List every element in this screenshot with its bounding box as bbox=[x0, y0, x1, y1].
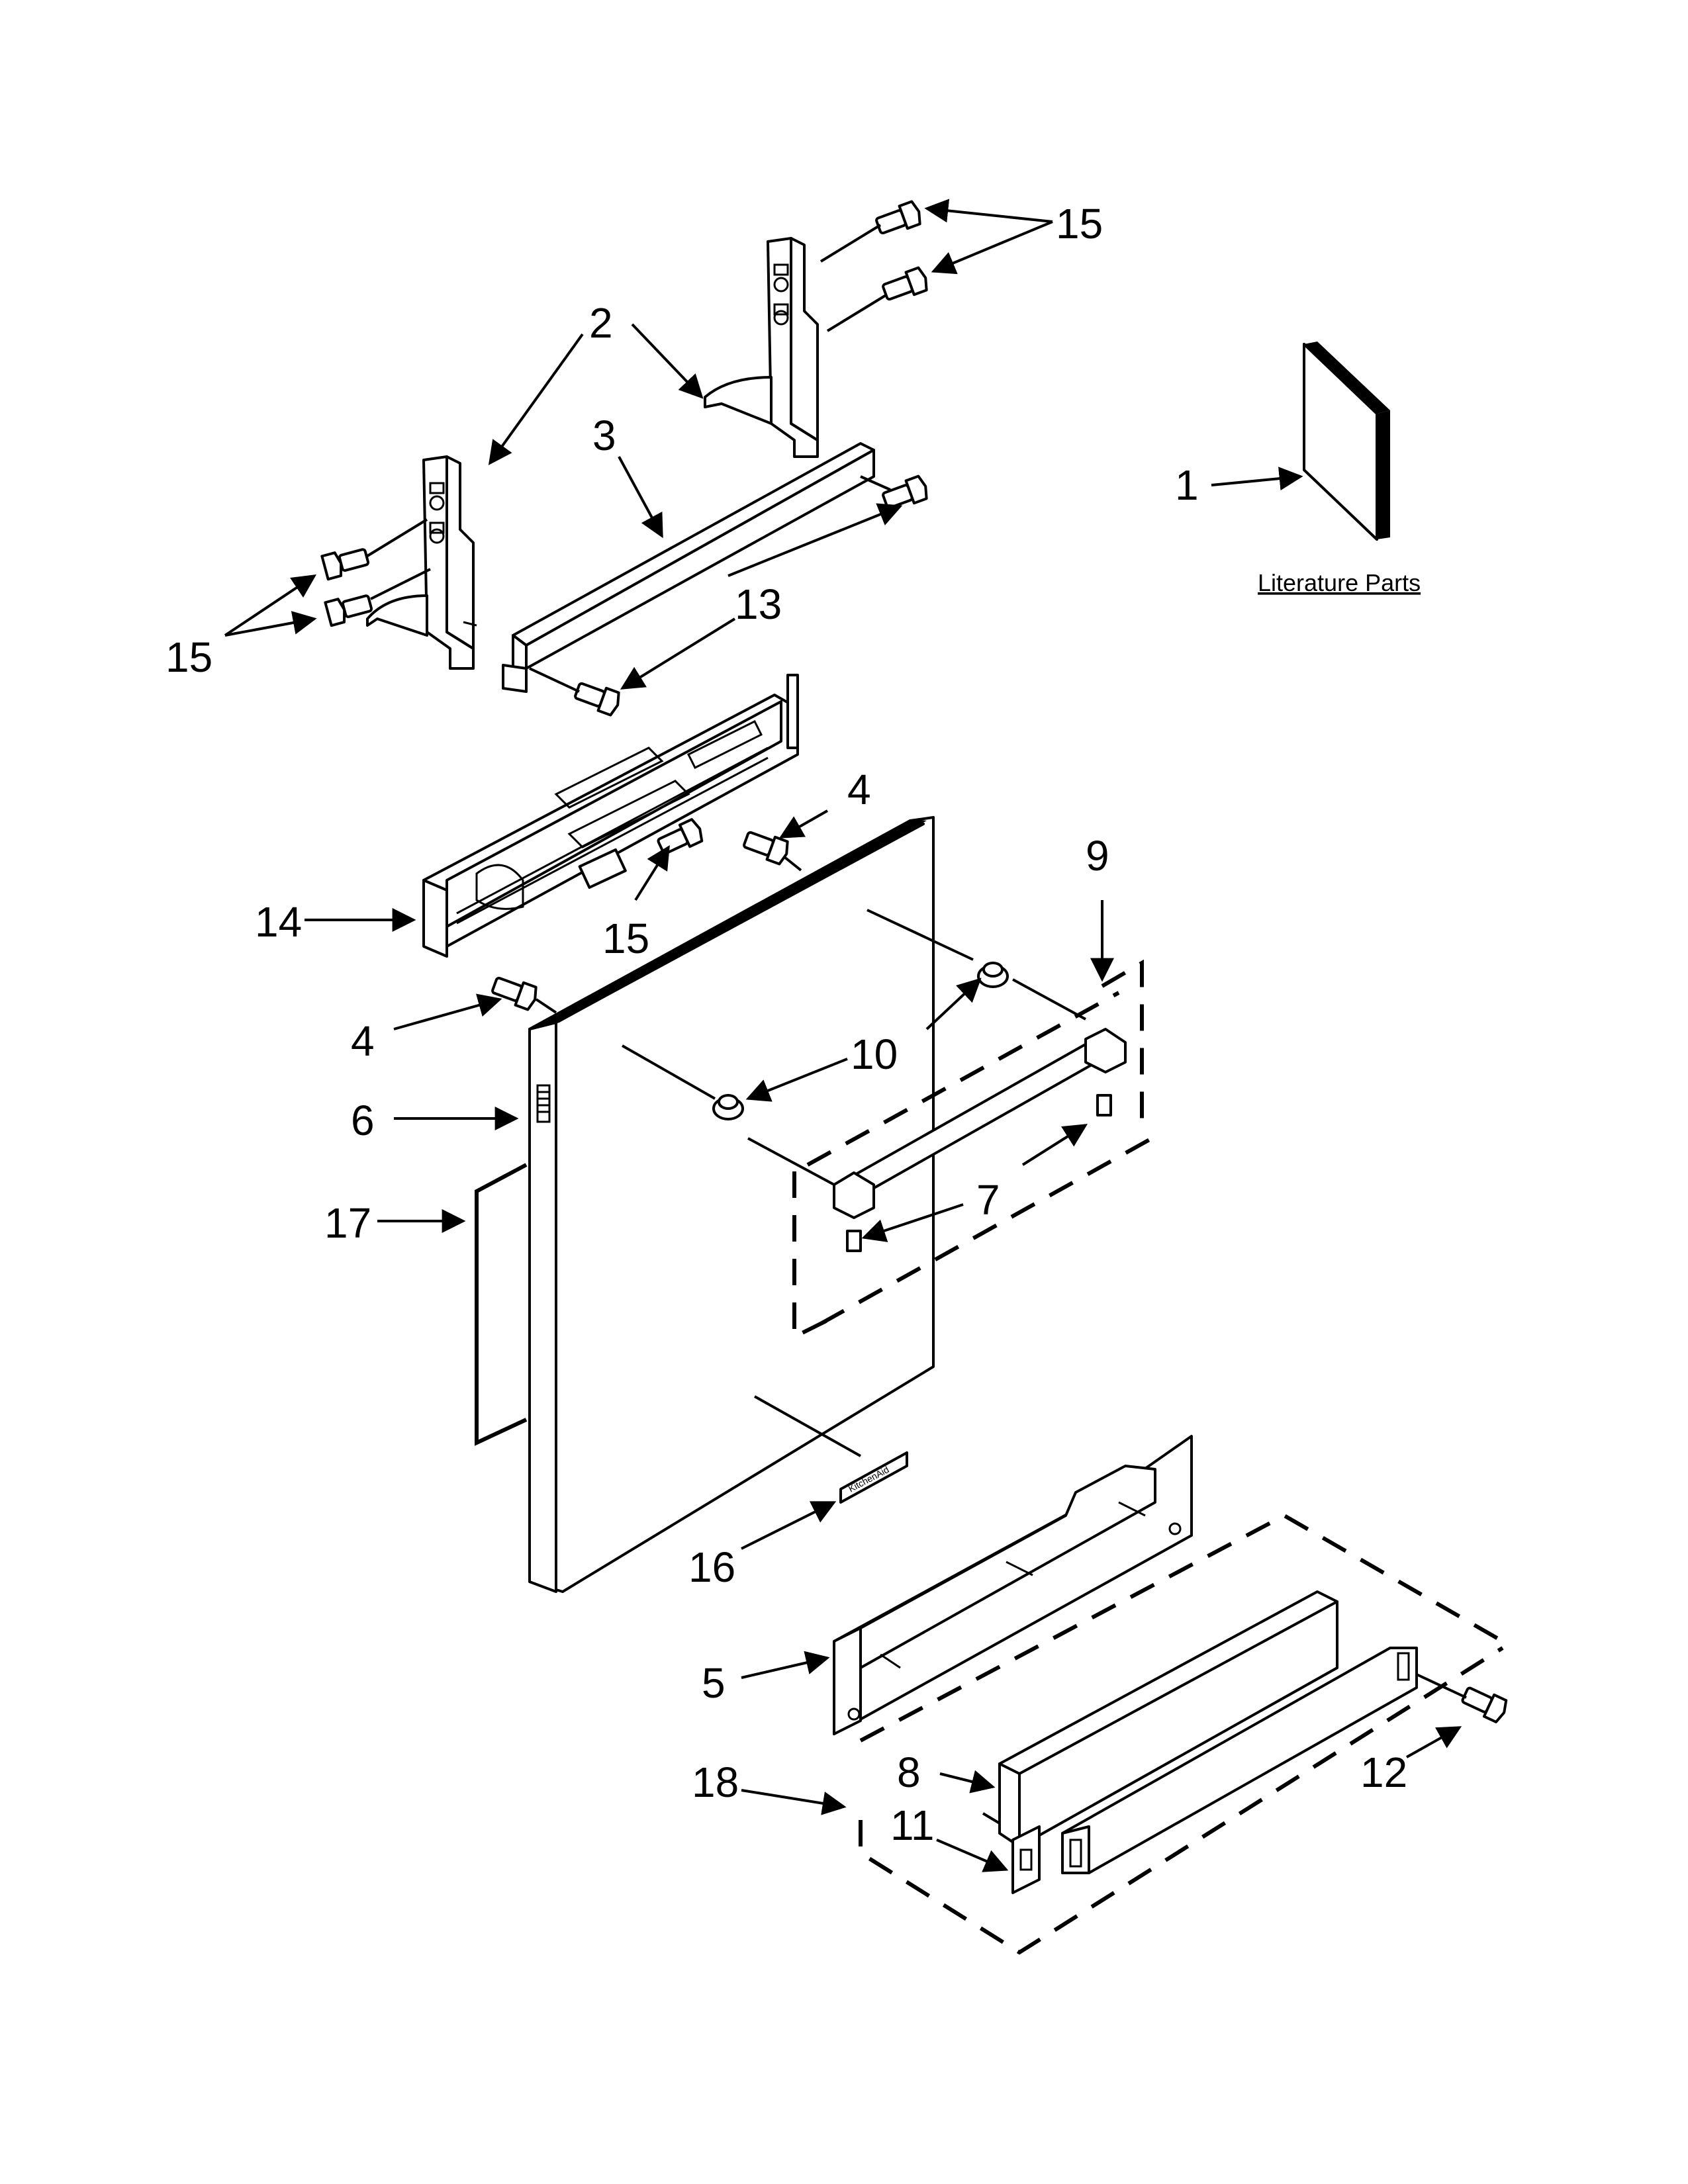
toe-strip bbox=[1061, 1647, 1418, 1874]
screw-15-left-a bbox=[320, 548, 370, 581]
callout-2: 2 bbox=[589, 299, 613, 347]
toe-panel-bracket bbox=[833, 1435, 1193, 1735]
callout-9: 9 bbox=[1086, 832, 1109, 880]
leader-2-right bbox=[631, 323, 704, 399]
assembly-line-10b bbox=[622, 1044, 716, 1100]
leader-11 bbox=[936, 1839, 1009, 1872]
brand-badge: KitchenAid bbox=[839, 1451, 908, 1504]
handle-dash-right bbox=[1101, 959, 1144, 1132]
door-panel bbox=[528, 816, 935, 1593]
assembly-line-4b bbox=[535, 998, 557, 1014]
screw-15-top-b bbox=[882, 266, 928, 301]
screw-4-left bbox=[491, 976, 538, 1011]
handle-spacer-top bbox=[977, 962, 1009, 988]
handle-dash-top bbox=[806, 991, 1120, 1167]
callout-15-left: 15 bbox=[165, 633, 212, 681]
assembly-line-8 bbox=[982, 1812, 1001, 1825]
leader-5 bbox=[741, 1651, 830, 1679]
handle-bar bbox=[833, 1028, 1127, 1219]
assembly-line-10a bbox=[867, 909, 974, 961]
screw-13-left bbox=[574, 682, 620, 717]
callout-17: 17 bbox=[324, 1199, 371, 1247]
leader-13-b bbox=[620, 617, 736, 690]
leader-10-b bbox=[745, 1058, 848, 1102]
callout-13: 13 bbox=[735, 580, 782, 628]
assembly-line-12 bbox=[1416, 1673, 1467, 1699]
set-screw-bottom bbox=[846, 1230, 862, 1252]
door-gasket bbox=[475, 1163, 528, 1446]
leader-1 bbox=[1211, 467, 1303, 491]
leader-15-left-b bbox=[224, 611, 317, 637]
leader-8 bbox=[939, 1770, 996, 1794]
leader-7-a bbox=[1021, 1124, 1088, 1166]
leader-15-left-a bbox=[224, 574, 316, 637]
screw-13-right bbox=[882, 475, 928, 510]
leader-12 bbox=[1406, 1726, 1462, 1758]
right-door-bracket bbox=[704, 237, 819, 458]
callout-1: 1 bbox=[1175, 461, 1199, 509]
callout-15-top: 15 bbox=[1056, 200, 1103, 248]
leader-10-a bbox=[925, 978, 982, 1030]
assembly-line-15a bbox=[820, 224, 882, 263]
callout-4-left: 4 bbox=[351, 1017, 375, 1065]
assembly-line-15b bbox=[826, 293, 888, 332]
leader-15-top-a bbox=[924, 199, 1053, 223]
leader-7-b bbox=[861, 1203, 964, 1242]
callout-10: 10 bbox=[851, 1030, 898, 1078]
callout-14: 14 bbox=[255, 898, 302, 946]
leader-15-middle bbox=[634, 844, 670, 901]
callout-18: 18 bbox=[692, 1758, 739, 1806]
assembly-line-13b bbox=[529, 667, 580, 693]
set-screw-top bbox=[1096, 1094, 1112, 1116]
assembly-line-16 bbox=[754, 1395, 861, 1457]
screw-4-top bbox=[743, 831, 789, 866]
toe-dash-bottom bbox=[859, 1646, 1504, 1955]
literature-book bbox=[1303, 341, 1390, 541]
leader-13-a bbox=[727, 503, 903, 577]
leader-18 bbox=[741, 1789, 847, 1815]
screw-12 bbox=[1461, 1686, 1508, 1723]
callout-12: 12 bbox=[1360, 1749, 1407, 1796]
callout-3: 3 bbox=[592, 412, 616, 459]
assembly-line-10d bbox=[747, 1137, 835, 1186]
screw-15-top-a bbox=[875, 200, 921, 235]
assembly-line-10c bbox=[1012, 978, 1086, 1021]
leader-4-left bbox=[393, 993, 502, 1030]
assembly-line-15d bbox=[370, 568, 431, 600]
literature-parts-label: Literature Parts bbox=[1258, 569, 1421, 596]
assembly-line-15c bbox=[366, 518, 428, 557]
leader-15-top-b bbox=[931, 220, 1053, 275]
foam-insulation bbox=[998, 1590, 1338, 1848]
assembly-line-4a bbox=[783, 856, 802, 872]
leader-4-top bbox=[778, 809, 828, 839]
control-panel-assembly bbox=[422, 674, 799, 958]
top-channel-bracket bbox=[502, 442, 875, 693]
callout-11: 11 bbox=[890, 1801, 934, 1849]
toe-clip bbox=[1011, 1825, 1041, 1894]
handle-dash-bottom bbox=[820, 1136, 1153, 1326]
assembly-line-13a bbox=[860, 475, 891, 491]
callout-8: 8 bbox=[897, 1749, 921, 1796]
callout-4-top: 4 bbox=[847, 766, 871, 813]
leader-16 bbox=[741, 1501, 837, 1550]
callout-6: 6 bbox=[351, 1097, 375, 1144]
left-door-bracket bbox=[366, 455, 477, 670]
callout-5: 5 bbox=[702, 1659, 726, 1707]
handle-spacer-bottom bbox=[712, 1094, 744, 1120]
leader-2-left bbox=[488, 333, 584, 465]
callout-16: 16 bbox=[688, 1543, 735, 1591]
callout-15-middle: 15 bbox=[602, 915, 649, 962]
leader-3 bbox=[618, 456, 663, 539]
callout-7: 7 bbox=[976, 1176, 1000, 1224]
screw-15-left-b bbox=[324, 594, 373, 627]
